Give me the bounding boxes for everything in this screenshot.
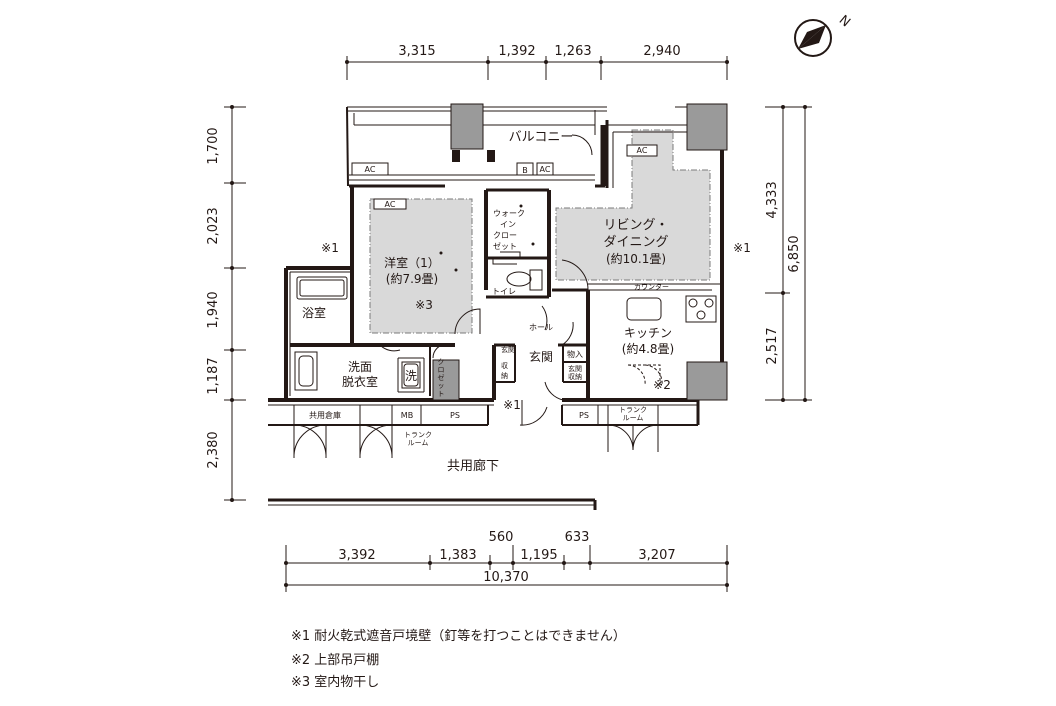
dim-top-4: 2,940 xyxy=(643,44,680,59)
wic-label-3: クロー xyxy=(493,231,517,240)
ps-label-left: PS xyxy=(450,411,460,420)
dimension-ticks xyxy=(230,60,807,587)
fixtures xyxy=(293,134,717,456)
bedroom-shade xyxy=(369,198,473,334)
trunk-left-2: ルーム xyxy=(408,439,429,447)
mark1-bottom: ※1 xyxy=(503,398,521,412)
ac-label-balcony: AC xyxy=(365,165,376,174)
dim-left-3: 1,940 xyxy=(206,291,221,328)
shoe-storage-2: 関 xyxy=(508,346,515,354)
bedroom-note: ※3 xyxy=(415,298,433,312)
wic-label-1: ウォーク xyxy=(493,209,525,218)
note-3: ※3 室内物干し xyxy=(291,675,380,690)
ps-label-right: PS xyxy=(579,411,589,420)
trunk-left-1: トランク xyxy=(404,431,432,439)
dim-bottom-3: 560 xyxy=(489,530,514,545)
common-storage-label: 共用倉庫 xyxy=(309,410,341,420)
hall-label: ホール xyxy=(529,323,553,332)
ac-label-balcony-2: AC xyxy=(540,165,551,174)
bedroom-label: 洋室（1） xyxy=(384,255,440,270)
closet-label-2: ロ xyxy=(438,366,445,374)
b-label: B xyxy=(522,166,528,175)
dim-bottom-total: 10,370 xyxy=(483,570,529,585)
trunk-right-2: ルーム xyxy=(623,414,644,422)
kitchen-note: ※2 xyxy=(653,378,671,392)
dim-right-total: 6,850 xyxy=(787,235,802,272)
counter-label: カウンター xyxy=(634,282,669,291)
washroom-label-2: 脱衣室 xyxy=(342,374,378,389)
dim-right-1: 4,333 xyxy=(765,181,780,218)
walls xyxy=(268,106,724,510)
dim-top-2: 1,392 xyxy=(498,44,535,59)
dim-bottom-5: 633 xyxy=(565,530,590,545)
ac-label-bedroom: AC xyxy=(385,200,396,209)
door-swings xyxy=(293,425,659,458)
compass-icon: N xyxy=(794,13,853,57)
shoe-storage-4: 納 xyxy=(501,371,508,380)
ac-units xyxy=(351,144,658,210)
trunk-right-1: トランク xyxy=(619,406,647,414)
dim-right-2: 2,517 xyxy=(765,327,780,364)
closet-label-5: ト xyxy=(438,390,445,398)
dim-left-1: 1,700 xyxy=(206,127,221,164)
note-1: ※1 耐火乾式遮音戸境壁（釘等を打つことはできません） xyxy=(291,629,626,644)
dim-top-1: 3,315 xyxy=(398,44,435,59)
entrance-storage-1: 玄関 xyxy=(568,364,582,373)
note-2: ※2 上部吊戸棚 xyxy=(291,653,380,668)
ac-label-living: AC xyxy=(637,146,648,155)
dim-left-2: 2,023 xyxy=(206,207,221,244)
dim-bottom-4: 1,195 xyxy=(520,548,557,563)
dim-bottom-6: 3,207 xyxy=(638,548,675,563)
mark1-right: ※1 xyxy=(733,241,751,255)
shoe-storage-3: 収 xyxy=(501,362,508,370)
closet-label-1: ク xyxy=(438,358,445,366)
living-label-1: リビング・ xyxy=(603,218,668,233)
bath-label: 浴室 xyxy=(302,305,326,320)
dim-left-4: 1,187 xyxy=(206,357,221,394)
washer-label: 洗 xyxy=(405,369,417,383)
washroom-label-1: 洗面 xyxy=(348,360,372,374)
kitchen-size: (約4.8畳) xyxy=(622,341,674,356)
entrance-storage-2: 収納 xyxy=(568,372,582,381)
kitchen-label: キッチン xyxy=(624,326,672,340)
toilet-label: トイレ xyxy=(492,287,516,296)
corridor-label: 共用廊下 xyxy=(447,458,499,474)
wic-label-4: ゼット xyxy=(493,241,517,251)
dim-bottom-1: 3,392 xyxy=(338,548,375,563)
balcony-label: バルコニー xyxy=(509,130,574,145)
dim-left-5: 2,380 xyxy=(206,431,221,468)
mb-label: MB xyxy=(401,411,413,420)
pillars xyxy=(432,103,728,401)
compass-north-label: N xyxy=(836,13,853,31)
entrance-label: 玄関 xyxy=(529,349,553,364)
laundry-pole-icons xyxy=(439,150,535,272)
living-size: (約10.1畳) xyxy=(606,251,666,266)
mark1-left: ※1 xyxy=(321,241,339,255)
dim-bottom-2: 1,383 xyxy=(439,548,476,563)
living-label-2: ダイニング xyxy=(603,235,668,250)
shoe-storage-1: 玄 xyxy=(501,345,508,354)
storage-label: 物入 xyxy=(567,349,583,359)
closet-label-4: ッ xyxy=(438,382,445,390)
dim-top-3: 1,263 xyxy=(554,44,591,59)
wic-label-2: イン xyxy=(500,220,516,229)
bedroom-size: (約7.9畳) xyxy=(386,271,438,286)
closet-label-3: ゼ xyxy=(438,373,445,382)
living-shade xyxy=(555,129,711,281)
shaded-areas xyxy=(369,129,711,334)
